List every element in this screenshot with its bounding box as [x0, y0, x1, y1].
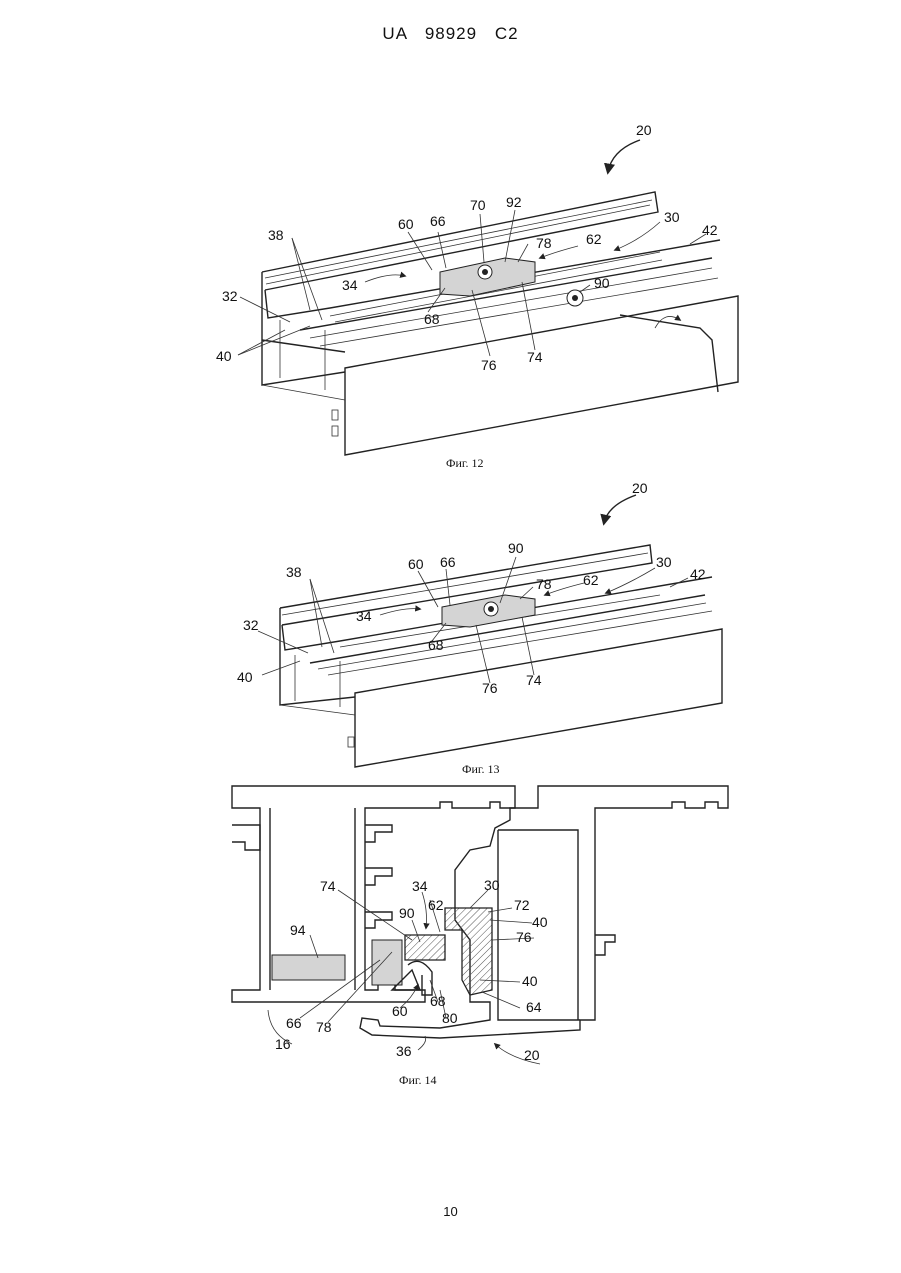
fig14-label-36: 36 — [396, 1043, 412, 1059]
fig13-label-30: 30 — [656, 554, 672, 570]
figure-14-drawing: 74 34 30 90 62 72 40 76 94 40 64 66 78 6… — [0, 780, 901, 1085]
fig12-label-32: 32 — [222, 288, 238, 304]
page-number: 10 — [0, 1204, 901, 1219]
fig14-label-34: 34 — [412, 878, 428, 894]
fig14-label-78: 78 — [316, 1019, 332, 1035]
fig12-label-40: 40 — [216, 348, 232, 364]
fig13-label-66: 66 — [440, 554, 456, 570]
fig12-label-30: 30 — [664, 209, 680, 225]
fig12-label-38: 38 — [268, 227, 284, 243]
fig13-label-90: 90 — [508, 540, 524, 556]
fig14-label-76: 76 — [516, 929, 532, 945]
fig14-label-30: 30 — [484, 877, 500, 893]
fig12-label-92: 92 — [506, 194, 522, 210]
fig14-label-94: 94 — [290, 922, 306, 938]
figure-13-drawing: 20 38 32 40 34 60 66 90 78 62 30 42 68 7… — [0, 475, 901, 775]
fig12-label-60: 60 — [398, 216, 414, 232]
fig14-label-90: 90 — [399, 905, 415, 921]
fig14-label-60: 60 — [392, 1003, 408, 1019]
fig14-label-40-upper: 40 — [532, 914, 548, 930]
fig13-label-38: 38 — [286, 564, 302, 580]
fig12-label-42: 42 — [702, 222, 718, 238]
fig12-label-74: 74 — [527, 349, 543, 365]
fig14-label-16: 16 — [275, 1036, 291, 1052]
fig13-label-76: 76 — [482, 680, 498, 696]
fig12-label-68: 68 — [424, 311, 440, 327]
fig12-label-62: 62 — [586, 231, 602, 247]
figure-14-caption: Фиг. 14 — [399, 1073, 436, 1088]
fig13-label-78: 78 — [536, 576, 552, 592]
figure-12-drawing: 20 38 32 40 34 60 66 70 92 78 62 30 42 9… — [0, 0, 901, 470]
fig14-label-74: 74 — [320, 878, 336, 894]
fig12-label-78: 78 — [536, 235, 552, 251]
fig14-label-80: 80 — [442, 1010, 458, 1026]
fig14-label-64: 64 — [526, 999, 542, 1015]
fig13-label-20: 20 — [632, 480, 648, 496]
fig12-label-76: 76 — [481, 357, 497, 373]
fig14-label-66: 66 — [286, 1015, 302, 1031]
fig13-label-62: 62 — [583, 572, 599, 588]
fig13-label-74: 74 — [526, 672, 542, 688]
figure-13-caption: Фиг. 13 — [462, 762, 499, 777]
fig14-label-62: 62 — [428, 897, 444, 913]
fig13-label-32: 32 — [243, 617, 259, 633]
fig13-label-68: 68 — [428, 637, 444, 653]
fig13-label-60: 60 — [408, 556, 424, 572]
fig14-label-72: 72 — [514, 897, 530, 913]
fig12-label-70: 70 — [470, 197, 486, 213]
fig14-label-40-lower: 40 — [522, 973, 538, 989]
fig14-label-20: 20 — [524, 1047, 540, 1063]
figure-12-caption: Фиг. 12 — [446, 456, 483, 471]
fig12-label-20: 20 — [636, 122, 652, 138]
fig12-label-90: 90 — [594, 275, 610, 291]
fig14-label-68: 68 — [430, 993, 446, 1009]
fig13-label-40: 40 — [237, 669, 253, 685]
fig12-label-34: 34 — [342, 277, 358, 293]
fig12-label-66: 66 — [430, 213, 446, 229]
fig13-label-42: 42 — [690, 566, 706, 582]
fig13-label-34: 34 — [356, 608, 372, 624]
